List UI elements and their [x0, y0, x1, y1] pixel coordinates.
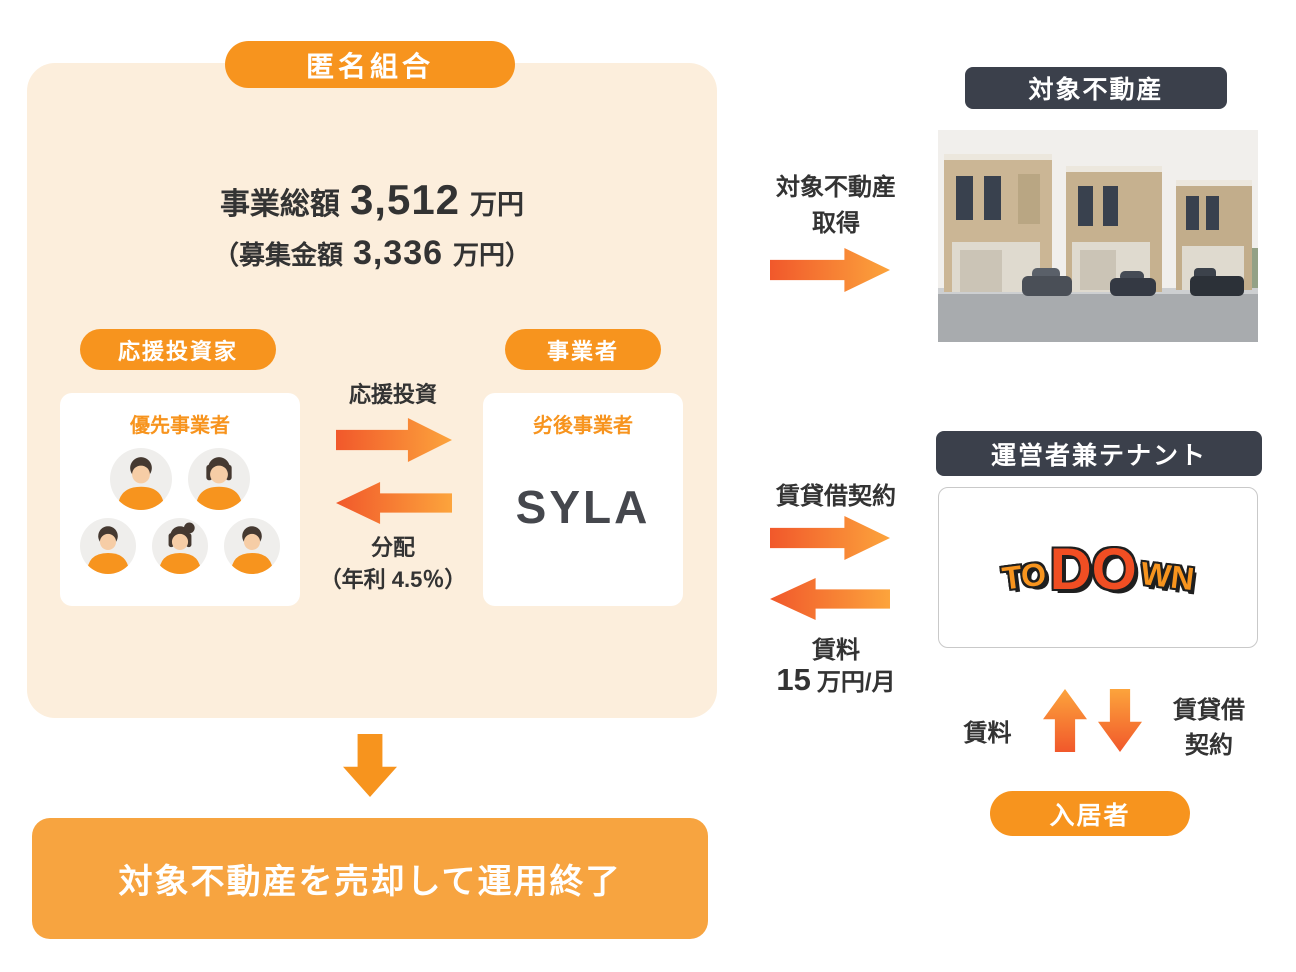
tenant-operator-badge: 運営者兼テナント	[936, 431, 1262, 476]
operator-box: 劣後事業者 SYLA	[483, 393, 683, 606]
total-amount-unit: 万円	[470, 190, 525, 220]
distribution-label: 分配	[370, 535, 415, 560]
rent-amount-unit: 万円/月	[816, 669, 896, 696]
todown-logo-part3: WN	[1138, 554, 1196, 598]
investors-box-title: 優先事業者	[130, 415, 230, 437]
todown-logo-part1: TO	[1000, 555, 1049, 597]
resident-lease-label-line1: 賃貸借	[1173, 697, 1245, 724]
total-amount-value: 3,512	[349, 176, 461, 223]
total-amount-label: 事業総額	[219, 188, 340, 221]
todown-logo: TO DO WN	[1000, 534, 1196, 602]
acquire-label-line2: 取得	[812, 210, 860, 237]
raise-amount-unit: 万円）	[453, 240, 532, 270]
person-avatar-icon	[224, 518, 280, 574]
property-photo	[938, 130, 1258, 342]
investors-box: 優先事業者	[60, 393, 300, 606]
acquire-label: 対象不動産 取得	[756, 170, 916, 242]
partnership-badge: 匿名組合	[225, 41, 515, 88]
exit-arrow	[343, 734, 397, 797]
exit-box: 対象不動産を売却して運用終了	[32, 818, 708, 939]
acquire-arrow	[770, 248, 890, 292]
operator-box-title: 劣後事業者	[533, 415, 633, 437]
resident-rent-label: 賃料	[963, 720, 1012, 747]
distribution-rate-label: （年利 4.5％）	[319, 567, 467, 592]
investors-badge: 応援投資家	[80, 329, 276, 370]
resident-rent-arrow	[1043, 689, 1087, 752]
person-avatar-icon	[152, 518, 208, 574]
syla-logo: SYLA	[515, 481, 651, 533]
todown-logo-part2: DO	[1049, 537, 1137, 602]
property-badge: 対象不動産	[965, 67, 1227, 109]
resident-badge: 入居者	[990, 791, 1190, 836]
invest-arrow-label: 応援投資	[348, 382, 437, 407]
operator-badge: 事業者	[505, 329, 661, 370]
resident-lease-arrow	[1098, 689, 1142, 752]
avatar-row	[80, 518, 280, 574]
acquire-label-line1: 対象不動産	[776, 174, 896, 201]
investor-avatars	[60, 448, 300, 574]
avatar-row	[110, 448, 250, 510]
person-avatar-icon	[80, 518, 136, 574]
lease-contract-arrow	[770, 516, 890, 560]
person-avatar-icon	[110, 448, 172, 510]
rent-amount-value: 15	[776, 662, 811, 697]
resident-lease-label: 賃貸借 契約	[1155, 694, 1263, 764]
rent-amount-line: 15 万円/月	[741, 662, 931, 698]
lease-contract-label: 賃貸借契約	[776, 483, 896, 510]
tenant-box: TO DO WN	[938, 487, 1258, 648]
resident-lease-label-line2: 契約	[1185, 731, 1233, 759]
raise-amount-label: （募集金額	[212, 240, 343, 270]
person-avatar-icon	[188, 448, 250, 510]
raise-amount-line: （募集金額 3,336 万円）	[27, 234, 717, 273]
rent-label: 賃料	[812, 637, 860, 664]
rent-arrow	[770, 578, 890, 620]
total-amount-line: 事業総額 3,512 万円	[27, 176, 717, 224]
partnership-panel	[27, 63, 717, 718]
raise-amount-value: 3,336	[352, 234, 444, 272]
